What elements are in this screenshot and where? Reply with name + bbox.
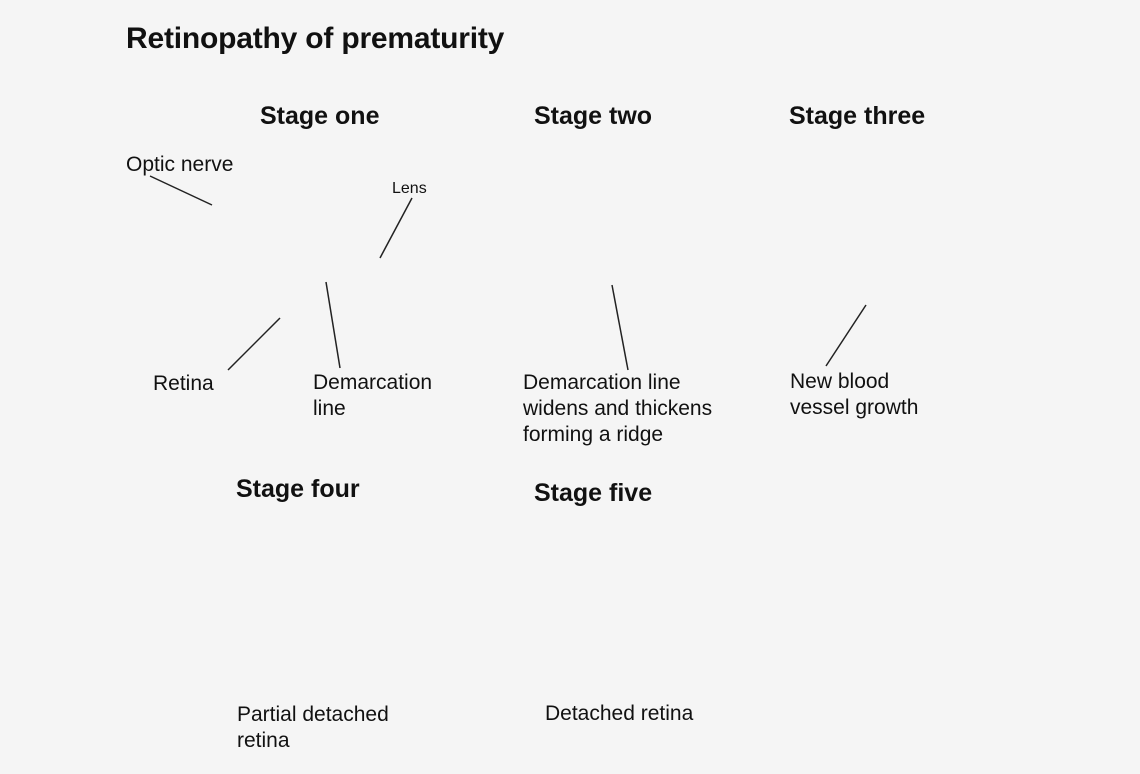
stage-two-caption-line-2: widens and thickens [523, 397, 713, 420]
stage-three-caption-line-1: New blood [790, 370, 890, 393]
page-title: Retinopathy of prematurity [126, 22, 505, 55]
stage-two-caption: Demarcation line widens and thickens for… [523, 370, 712, 448]
stage-four-caption-line-2: retina [237, 729, 290, 752]
stage-five-caption: Detached retina [545, 701, 693, 727]
stage-two-caption-line-3: forming a ridge [523, 423, 664, 446]
stage-four-title: Stage four [236, 475, 360, 503]
stage-five-title: Stage five [534, 479, 653, 507]
demarcation-label-line-2: line [313, 397, 346, 420]
demarcation-line-label: Demarcation line [313, 370, 432, 422]
optic-nerve-label: Optic nerve [126, 153, 234, 176]
stage-four-caption: Partial detached retina [237, 702, 389, 754]
stage-two-caption-line-1: Demarcation line [523, 371, 681, 394]
demarcation-label-line-1: Demarcation [313, 371, 433, 394]
stage-one-title: Stage one [260, 102, 380, 130]
retina-label: Retina [153, 372, 214, 395]
stage-five-caption-line-1: Detached retina [545, 702, 694, 725]
stage-three-title: Stage three [789, 102, 926, 130]
stage-three-caption: New blood vessel growth [790, 369, 918, 421]
stage-four-caption-line-1: Partial detached [237, 703, 389, 726]
lens-label: Lens [392, 180, 427, 197]
stage-three-caption-line-2: vessel growth [790, 396, 919, 419]
stage-two-title: Stage two [534, 102, 653, 130]
